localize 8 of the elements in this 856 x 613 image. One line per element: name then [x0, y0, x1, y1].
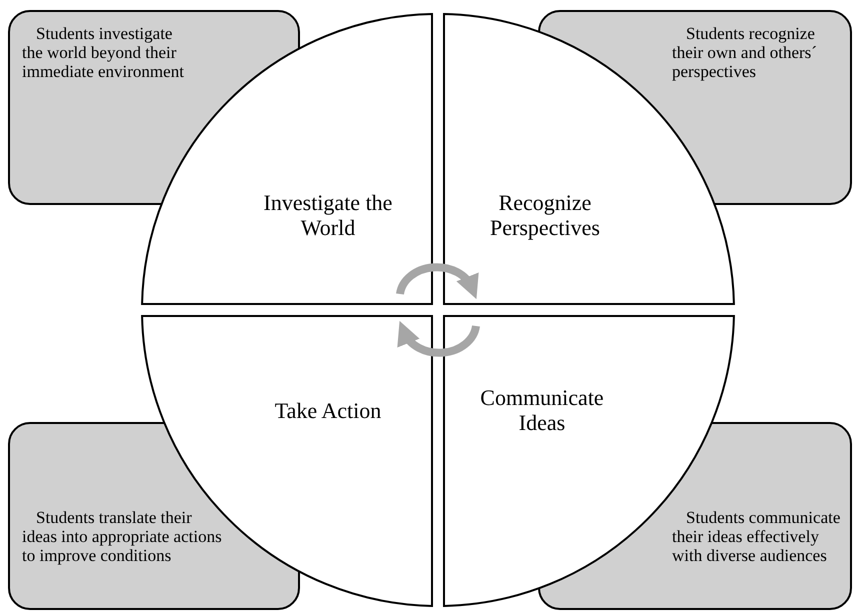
quadrant-title: Investigate the World — [262, 190, 394, 240]
description-text: Students investigate the world beyond their immediate environment — [22, 24, 185, 81]
quadrant-title: Recognize Perspectives — [489, 190, 601, 240]
quadrant-title: Communicate Ideas — [479, 385, 605, 435]
quadrant-title: Take Action — [274, 398, 382, 423]
description-text: Students recognize their own and others´ perspectives — [672, 24, 818, 81]
description-text: Students communicate their ideas effectively with diverse audiences — [672, 508, 842, 565]
description-text: Students translate their ideas into appropriate actions to improve conditions — [22, 508, 222, 565]
